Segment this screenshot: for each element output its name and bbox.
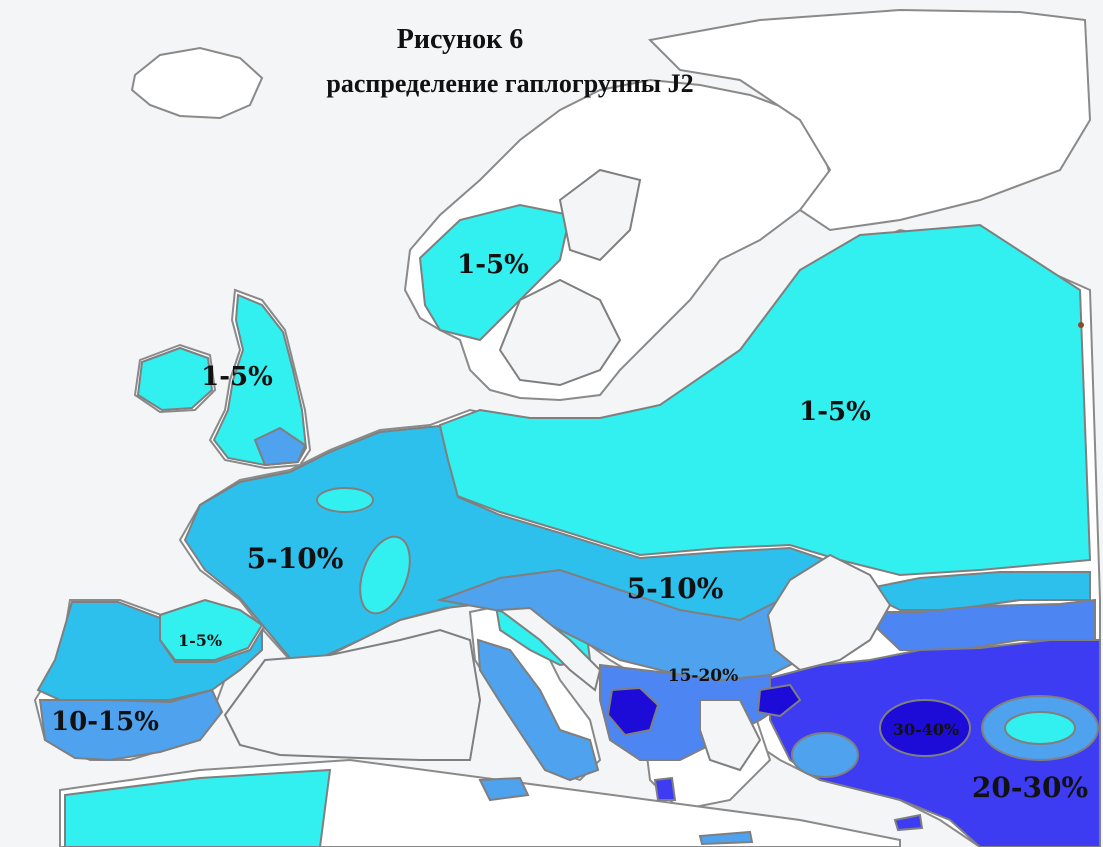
region-iberia-fill <box>36 601 263 701</box>
label-scandinavia: 1-5% <box>457 250 529 280</box>
label-balkans: 15-20% <box>668 666 739 686</box>
region-albania-fill <box>606 686 660 737</box>
label-anatolia-caucasus: 20-30% <box>972 771 1088 804</box>
crete-island <box>698 830 754 846</box>
cyprus-island <box>893 813 924 832</box>
region-britain-fill <box>136 346 214 412</box>
label-anatolia-core: 30-40% <box>893 720 959 739</box>
label-southern-iberia: 10-15% <box>51 707 159 737</box>
label-western-europe: 5-10% <box>247 542 344 575</box>
region-inner-light-west <box>791 732 859 778</box>
label-eastern-europe: 1-5% <box>799 397 871 427</box>
alps-hole <box>359 535 411 615</box>
region-england-se-fill <box>253 426 307 467</box>
region-italy-south-fill <box>476 638 600 782</box>
western-med <box>223 628 482 761</box>
black-sea <box>766 553 892 672</box>
sicily-island <box>478 776 530 802</box>
aegean-sea <box>699 699 762 772</box>
band-1-5 <box>64 203 1092 847</box>
north-russia-land <box>647 8 1092 232</box>
map-dot <box>1078 322 1084 328</box>
band-10-15 <box>38 426 822 782</box>
figure-title-line2: распределение гаплогруппы J2 <box>326 69 693 98</box>
region-south-iberia-fill <box>38 688 224 762</box>
figure-title-line1: Рисунок 6 <box>397 24 524 55</box>
region-scandinavia-fill <box>418 203 572 342</box>
inner-holes <box>223 168 892 772</box>
north-france-hole <box>316 487 374 513</box>
region-africa-west-fill <box>64 768 332 847</box>
peloponnese-island <box>653 776 677 801</box>
baltic-sea <box>498 278 622 387</box>
region-inner-cyan-east <box>1004 711 1076 745</box>
region-anatolia-core-fill <box>879 699 971 757</box>
label-northern-iberia: 1-5% <box>178 631 222 650</box>
gulf-of-bothnia <box>558 168 642 262</box>
label-central-europe: 5-10% <box>627 572 724 605</box>
label-british-isles: 1-5% <box>201 362 273 392</box>
band-30-40 <box>606 683 971 757</box>
adriatic-sea <box>497 606 602 692</box>
region-thrace-fill <box>756 683 802 718</box>
anatolia-inner <box>791 695 1099 778</box>
band-15-20 <box>599 598 1096 761</box>
iceland-land <box>130 46 264 120</box>
region-east-europe-fill <box>438 223 1092 577</box>
